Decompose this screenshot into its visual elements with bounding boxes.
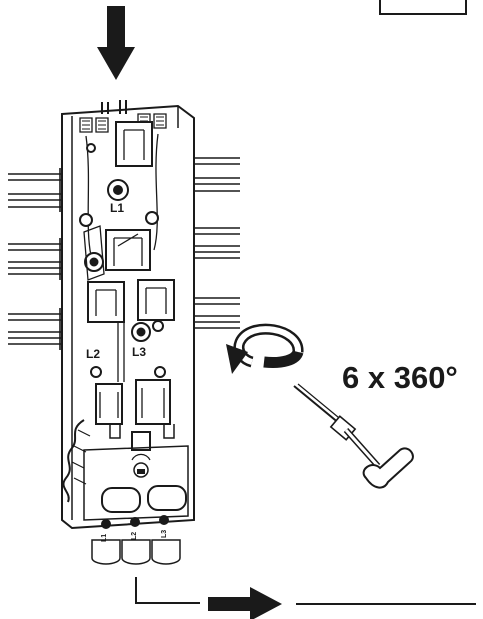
coiled-wire-detail: [71, 429, 91, 485]
phase-label-l1: L1: [110, 201, 124, 215]
din-rail-bottom: [8, 297, 240, 350]
phase-label-l2: L2: [86, 347, 100, 361]
routing-line-left: [135, 577, 200, 604]
terminal-label-l1: L1: [101, 534, 108, 542]
arrow-right-icon: [208, 587, 282, 619]
terminal-label-l3: L3: [161, 530, 168, 538]
arrow-down-icon: [97, 6, 135, 80]
t-handle-screwdriver-icon: [293, 383, 414, 489]
rotation-instruction: 6 x 360°: [342, 360, 458, 395]
frame-corner: [379, 0, 467, 15]
coiled-wire: [62, 419, 85, 503]
phase-label-l3: L3: [132, 345, 146, 359]
cable-glands: [91, 539, 181, 565]
din-rail-top: [8, 157, 240, 212]
unlock-icon: [131, 453, 151, 478]
terminal-label-l2: L2: [131, 532, 138, 540]
busbar-adapter-device: [61, 100, 195, 530]
rotate-ccw-icon: [226, 323, 304, 374]
din-rail-middle: [8, 227, 240, 280]
